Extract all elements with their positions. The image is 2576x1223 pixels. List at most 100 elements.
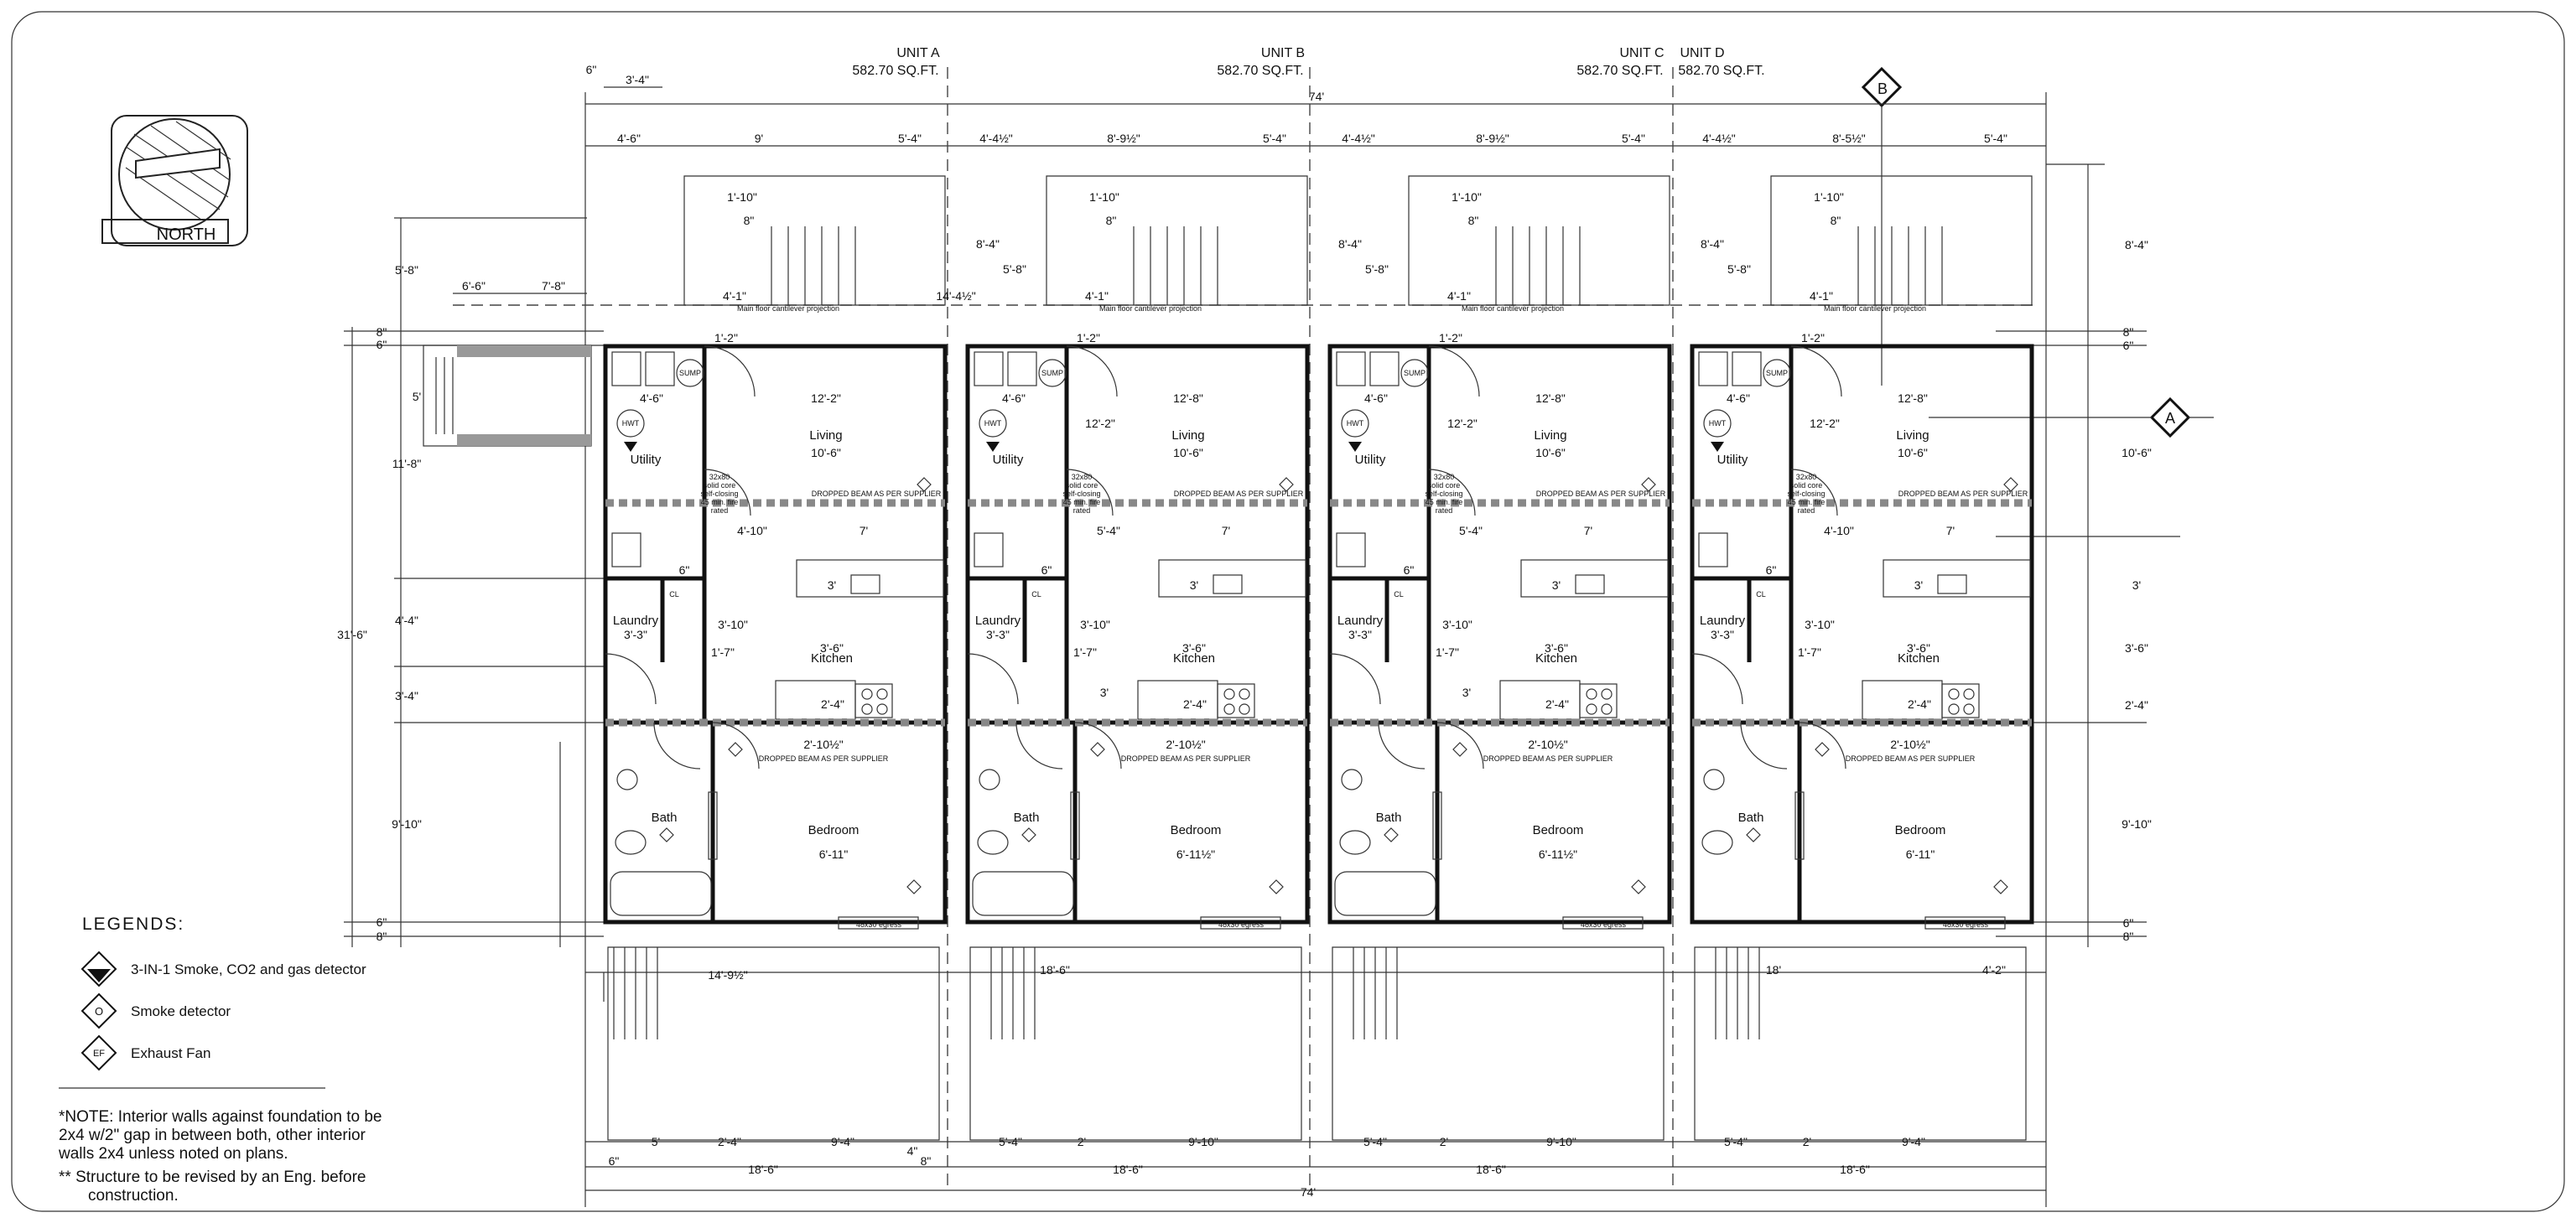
unit-b-name: UNIT B [1261, 46, 1305, 60]
svg-text:4'-2": 4'-2" [1982, 963, 2006, 977]
svg-text:5'-4": 5'-4" [1363, 1135, 1387, 1148]
svg-text:31'-6": 31'-6" [337, 628, 367, 641]
svg-text:10'-6": 10'-6" [2122, 446, 2152, 459]
svg-text:5'-4": 5'-4" [1459, 524, 1483, 537]
svg-text:5'-8": 5'-8" [1003, 262, 1026, 276]
room-kitchen-a: Kitchen [811, 651, 853, 666]
svg-text:4'-1": 4'-1" [1085, 289, 1109, 303]
svg-text:1'-10": 1'-10" [1089, 190, 1119, 204]
svg-text:2'-4": 2'-4" [2125, 698, 2148, 712]
exhaust-fan-icon: EF [93, 1049, 105, 1059]
svg-text:4'-1": 4'-1" [723, 289, 746, 303]
svg-text:7'-8": 7'-8" [542, 279, 565, 293]
svg-text:6'-11": 6'-11" [1906, 847, 1935, 861]
left-dimensions: 5'-8" 8" 6" 11'-8" 4'-4" 3'-4" 9'-10" 6"… [337, 217, 604, 947]
svg-text:1'-10": 1'-10" [727, 190, 757, 204]
svg-text:8": 8" [1468, 214, 1479, 227]
svg-text:CL: CL [669, 590, 679, 599]
svg-text:6": 6" [377, 915, 387, 929]
svg-text:8'-4": 8'-4" [2125, 238, 2148, 251]
svg-text:3'-10": 3'-10" [1442, 618, 1472, 631]
room-bedroom-b: Bedroom [1171, 823, 1222, 837]
svg-text:18'-6": 18'-6" [1113, 1163, 1143, 1176]
svg-text:12'-2": 12'-2" [1085, 417, 1115, 430]
svg-text:6": 6" [1404, 563, 1415, 577]
svg-text:CL: CL [1756, 590, 1766, 599]
svg-text:6": 6" [679, 563, 690, 577]
svg-text:12'-2": 12'-2" [1810, 417, 1840, 430]
svg-text:48x30 egress: 48x30 egress [1943, 920, 1989, 929]
svg-text:3'-10": 3'-10" [718, 618, 748, 631]
svg-text:4'-6": 4'-6" [1002, 391, 1026, 405]
svg-text:14'-4½": 14'-4½" [936, 289, 975, 303]
svg-text:12'-2": 12'-2" [1447, 417, 1478, 430]
svg-text:3': 3' [1100, 686, 1109, 699]
room-utility-c: Utility [1355, 453, 1386, 467]
svg-text:3': 3' [2132, 578, 2141, 592]
svg-text:1'-7": 1'-7" [1798, 645, 1821, 659]
svg-text:5'-4": 5'-4" [1724, 1135, 1748, 1148]
svg-text:2'-4": 2'-4" [1908, 697, 1931, 711]
legend-item-co2-detector: 3-IN-1 Smoke, CO2 and gas detector [80, 951, 366, 987]
room-bedroom-a: Bedroom [808, 823, 860, 837]
room-living-b: Living [1171, 428, 1204, 443]
svg-text:7': 7' [1584, 524, 1592, 537]
svg-text:18': 18' [1766, 963, 1781, 977]
svg-text:Main floor cantilever projecti: Main floor cantilever projection [1462, 304, 1564, 313]
room-utility-b: Utility [993, 453, 1024, 467]
svg-text:9'-4": 9'-4" [831, 1135, 854, 1148]
unit-c-plan: SUMP HWT Utility Living 10'-6" 12'-8" 4'… [1327, 175, 1751, 1141]
top-dimensions: 74' 3'-4" 6" 4'-6" 9' 5'-4" 4'-4½" 8'-9½… [584, 63, 2047, 1207]
svg-text:9'-10": 9'-10" [392, 817, 422, 831]
svg-text:5'-4": 5'-4" [999, 1135, 1022, 1148]
svg-text:5': 5' [652, 1135, 660, 1148]
svg-text:2'-10½": 2'-10½" [1528, 738, 1567, 751]
svg-text:32x80: 32x80 [709, 473, 730, 481]
svg-text:5': 5' [413, 390, 421, 403]
svg-text:2': 2' [1078, 1135, 1086, 1148]
room-bath-c: Bath [1376, 811, 1402, 825]
svg-text:10'-6": 10'-6" [1535, 446, 1566, 459]
unit-c-name: UNIT C [1619, 46, 1664, 60]
svg-text:CL: CL [1394, 590, 1404, 599]
svg-text:2x4 w/2" gap in between both,: 2x4 w/2" gap in between both, other inte… [59, 1127, 366, 1144]
unit-d-plan: SUMP HWT Utility Living 10'-6" 12'-8" 4'… [1690, 175, 2034, 1141]
svg-text:HWT: HWT [622, 419, 640, 428]
unit-d-name: UNIT D [1680, 46, 1724, 60]
svg-text:6": 6" [377, 338, 387, 351]
svg-text:6": 6" [1041, 563, 1052, 577]
svg-text:8": 8" [1106, 214, 1117, 227]
svg-text:12'-8": 12'-8" [1898, 391, 1928, 405]
svg-text:Smoke detector: Smoke detector [131, 1003, 231, 1019]
svg-text:1'-2": 1'-2" [1439, 331, 1462, 345]
svg-text:1'-7": 1'-7" [1073, 645, 1097, 659]
room-kitchen-b: Kitchen [1173, 651, 1215, 666]
svg-text:3': 3' [1552, 578, 1561, 592]
svg-text:32x80: 32x80 [1434, 473, 1455, 481]
svg-text:48x30 egress: 48x30 egress [1581, 920, 1627, 929]
svg-text:18'-6": 18'-6" [748, 1163, 778, 1176]
svg-text:3'-3": 3'-3" [1348, 628, 1372, 641]
svg-text:1'-10": 1'-10" [1814, 190, 1844, 204]
svg-text:8": 8" [2123, 325, 2134, 339]
svg-text:Main floor cantilever projecti: Main floor cantilever projection [737, 304, 839, 313]
svg-text:3'-10": 3'-10" [1080, 618, 1110, 631]
svg-text:3'-4": 3'-4" [395, 689, 418, 702]
svg-text:6'-11½": 6'-11½" [1539, 847, 1577, 861]
svg-text:3'-6": 3'-6" [2125, 641, 2148, 655]
svg-text:6": 6" [609, 1154, 620, 1168]
svg-text:HWT: HWT [984, 419, 1002, 428]
svg-text:3'-3": 3'-3" [986, 628, 1010, 641]
svg-text:8": 8" [377, 930, 387, 943]
svg-text:8'-4": 8'-4" [1338, 237, 1362, 251]
svg-text:5'-4": 5'-4" [898, 132, 922, 145]
svg-text:48x30 egress: 48x30 egress [1218, 920, 1265, 929]
svg-text:10'-6": 10'-6" [811, 446, 841, 459]
room-living-c: Living [1534, 428, 1566, 443]
svg-text:10'-6": 10'-6" [1898, 446, 1928, 459]
north-arrow: NORTH [101, 115, 248, 246]
svg-text:2'-4": 2'-4" [1183, 697, 1207, 711]
svg-text:4'-1": 4'-1" [1447, 289, 1471, 303]
svg-text:8'-5½": 8'-5½" [1832, 132, 1866, 145]
svg-text:7': 7' [1946, 524, 1955, 537]
